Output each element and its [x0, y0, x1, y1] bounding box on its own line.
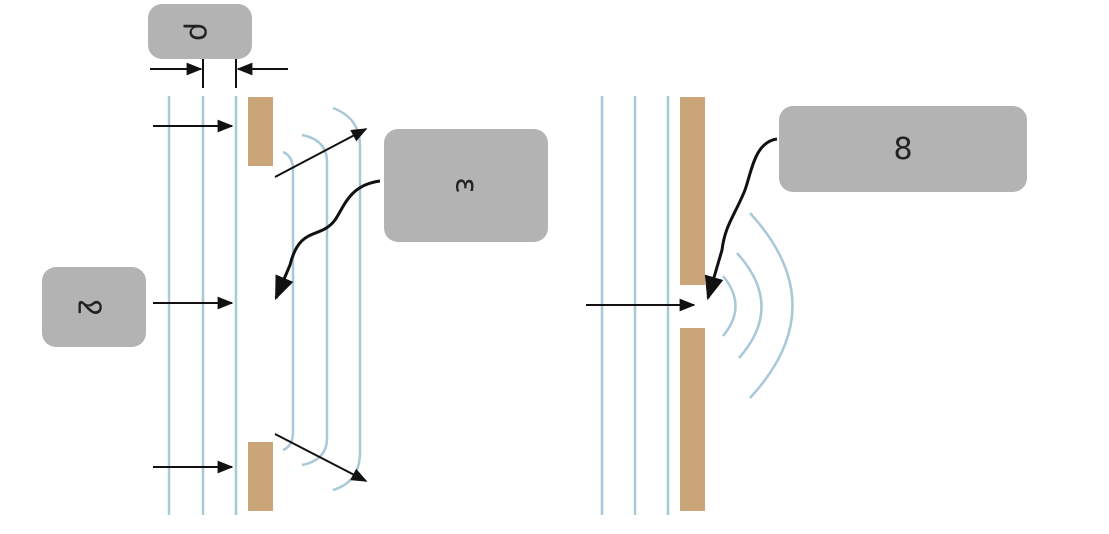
- barrier-top: [248, 97, 273, 166]
- diffracted-wavefronts: [722, 212, 794, 399]
- diffracted-wavefronts: [282, 106, 362, 492]
- narrow-gap-panel: [586, 96, 794, 515]
- wavelength-dimension: [150, 58, 288, 88]
- incident-wavefronts: [167, 96, 238, 515]
- label-diffracted-wavefronts: ε: [384, 129, 548, 242]
- wide-gap-panel: [150, 58, 381, 515]
- pointer-arrow-wide-gap: [274, 179, 381, 301]
- edge-spread-arrows: [274, 128, 368, 482]
- barrier-top: [680, 97, 705, 285]
- incident-arrows: [153, 119, 234, 474]
- label-wavelength: ρ: [148, 4, 252, 59]
- label-narrow-gap: 8: [779, 106, 1027, 192]
- barrier-bottom: [680, 328, 705, 511]
- label-wide-gap: ջ: [42, 267, 146, 347]
- barrier-bottom: [248, 442, 273, 511]
- pointer-arrow-narrow-gap: [704, 137, 778, 301]
